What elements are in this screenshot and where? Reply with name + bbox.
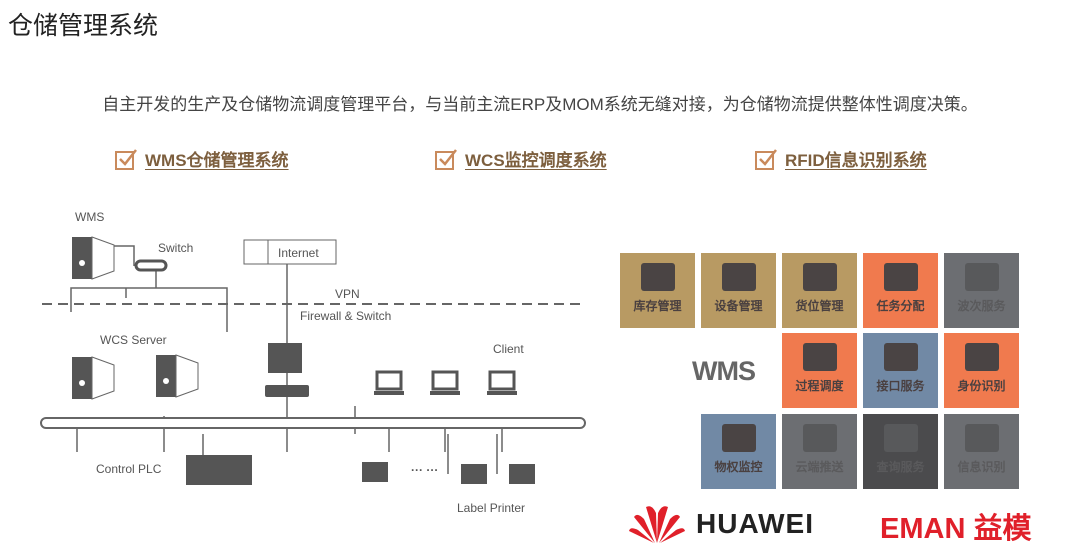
server-icon	[72, 236, 115, 280]
tile-label: 货位管理	[795, 299, 844, 313]
checkbox-icon	[115, 148, 137, 170]
eman-logo: EMAN 益模	[880, 513, 1032, 545]
label-ellipsis: ··· ···	[411, 463, 438, 477]
label-firewall: Firewall & Switch	[300, 309, 391, 323]
tile-label: 接口服务	[876, 379, 925, 393]
checkbox-icon	[755, 148, 777, 170]
label-vpn: VPN	[335, 287, 360, 301]
tile-3[interactable]: 任务分配	[863, 253, 938, 328]
label-internet: Internet	[278, 246, 319, 260]
tile-10[interactable]: 查询服务	[863, 414, 938, 489]
chip-icon	[883, 343, 918, 371]
label-client: Client	[493, 342, 524, 356]
firewall-icon	[268, 343, 302, 373]
label-switch: Switch	[158, 241, 193, 255]
tile-2[interactable]: 货位管理	[782, 253, 857, 328]
internet-box	[243, 239, 337, 265]
feature-label: RFID信息识别系统	[785, 151, 927, 170]
tile-label: 设备管理	[714, 299, 763, 313]
warehouse-icon	[640, 263, 675, 291]
plc-icon	[186, 455, 252, 485]
tile-8[interactable]: 物权监控	[701, 414, 776, 489]
printer-icon	[362, 462, 535, 484]
tile-9[interactable]: 云端推送	[782, 414, 857, 489]
tile-7[interactable]: 身份识别	[944, 333, 1019, 408]
router-icon	[265, 385, 309, 397]
tile-label: 库存管理	[633, 299, 682, 313]
tile-5[interactable]: 过程调度	[782, 333, 857, 408]
feature-label: WCS监控调度系统	[465, 151, 607, 170]
tile-11[interactable]: 信息识别	[944, 414, 1019, 489]
feature-rfid[interactable]: RFID信息识别系统	[755, 146, 927, 171]
laptop-base	[374, 391, 404, 395]
share-icon	[883, 263, 918, 291]
cloud-upload-icon	[802, 424, 837, 452]
tile-6[interactable]: 接口服务	[863, 333, 938, 408]
huawei-logo: HUAWEI	[628, 503, 814, 545]
feature-label: WMS仓储管理系统	[145, 151, 289, 170]
label-wcs-server: WCS Server	[100, 333, 167, 347]
server-icon	[72, 356, 115, 400]
subtitle: 自主开发的生产及仓储物流调度管理平台，与当前主流ERP及MOM系统无缝对接，为仓…	[102, 95, 978, 114]
network-bus	[40, 417, 586, 429]
calendar-grid-icon	[802, 263, 837, 291]
label-control-plc: Control PLC	[96, 462, 162, 476]
tile-label: 身份识别	[957, 379, 1006, 393]
label-wms: WMS	[75, 210, 104, 224]
tile-label: 过程调度	[795, 379, 844, 393]
tile-label: 信息识别	[957, 460, 1006, 474]
checkbox-icon	[435, 148, 457, 170]
monitor-icon	[964, 263, 999, 291]
tile-4[interactable]: 波次服务	[944, 253, 1019, 328]
wms-heading: WMS	[692, 356, 756, 386]
tile-label: 查询服务	[876, 460, 925, 474]
feature-wcs[interactable]: WCS监控调度系统	[435, 146, 607, 171]
label-printer: Label Printer	[457, 501, 525, 515]
feature-wms[interactable]: WMS仓储管理系统	[115, 146, 289, 171]
huawei-text: HUAWEI	[696, 508, 814, 539]
tile-0[interactable]: 库存管理	[620, 253, 695, 328]
network-diagram: WMS Switch Internet VPN Firewall & Switc…	[40, 210, 586, 515]
huawei-petals-icon	[629, 506, 685, 543]
chat-icon	[964, 424, 999, 452]
folder-search-icon	[883, 424, 918, 452]
tile-label: 任务分配	[876, 299, 925, 313]
terminal-icon	[721, 424, 756, 452]
device-icon	[721, 263, 756, 291]
server-icon	[156, 354, 199, 398]
gauge-icon	[802, 343, 837, 371]
laptop-icon	[375, 370, 516, 391]
tile-label: 云端推送	[795, 460, 844, 474]
tile-label: 波次服务	[957, 299, 1006, 313]
tile-1[interactable]: 设备管理	[701, 253, 776, 328]
switch-icon	[134, 259, 168, 272]
page-title: 仓储管理系统	[8, 12, 159, 40]
tile-label: 物权监控	[714, 460, 763, 474]
id-card-icon	[964, 343, 999, 371]
